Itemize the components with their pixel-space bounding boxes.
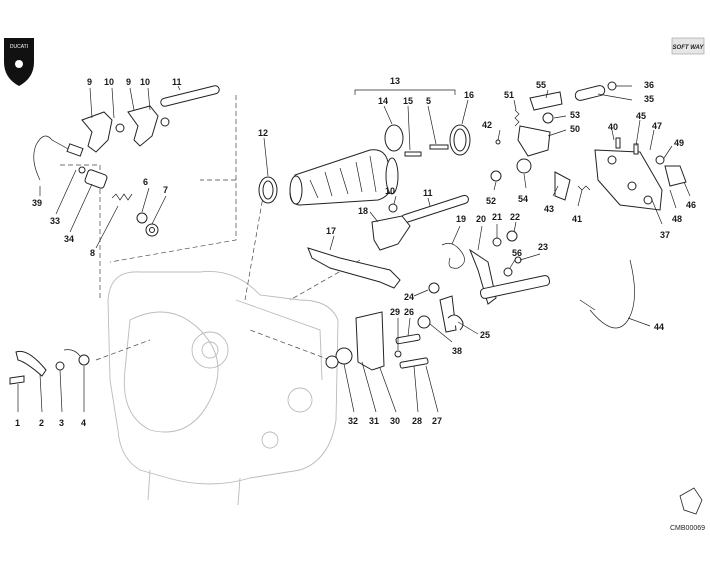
callout-43: 43 xyxy=(544,204,554,214)
callout-30: 30 xyxy=(390,416,400,426)
callout-36: 36 xyxy=(644,80,654,90)
soft-way-badge: SOFT WAY xyxy=(671,37,705,55)
callout-46: 46 xyxy=(686,200,696,210)
callout-47: 47 xyxy=(652,121,662,131)
callout-2: 2 xyxy=(39,418,44,428)
callout-41: 41 xyxy=(572,214,582,224)
callout-29: 29 xyxy=(390,307,400,317)
callout-40: 40 xyxy=(608,122,618,132)
callout-45: 45 xyxy=(636,111,646,121)
callout-6: 6 xyxy=(143,177,148,187)
callout-16: 16 xyxy=(464,90,474,100)
callout-10c: 10 xyxy=(385,186,395,196)
callout-33: 33 xyxy=(50,216,60,226)
callout-53: 53 xyxy=(570,110,580,120)
callout-44: 44 xyxy=(654,322,664,332)
callout-18: 18 xyxy=(358,206,368,216)
callout-26: 26 xyxy=(404,307,414,317)
callout-8: 8 xyxy=(90,248,95,258)
callout-32: 32 xyxy=(348,416,358,426)
callout-51: 51 xyxy=(504,90,514,100)
leader-lines xyxy=(17,85,691,413)
ducati-logo-text: DUCATI xyxy=(10,44,28,50)
hand-pointer-icon xyxy=(679,487,703,515)
callout-3: 3 xyxy=(59,418,64,428)
callout-27: 27 xyxy=(432,416,442,426)
diagram-code-block: CMB00069 xyxy=(670,487,705,532)
callout-10a: 10 xyxy=(104,77,114,87)
callout-54: 54 xyxy=(518,194,528,204)
left-small-parts xyxy=(9,349,90,385)
cover-plate-assembly xyxy=(325,311,431,371)
callout-56: 56 xyxy=(512,248,522,258)
callout-11b: 11 xyxy=(423,188,433,198)
callout-20: 20 xyxy=(476,214,486,224)
callout-37: 37 xyxy=(660,230,670,240)
callout-52: 52 xyxy=(486,196,496,206)
gearbox-cover-parts xyxy=(490,81,687,211)
callout-10b: 10 xyxy=(140,77,150,87)
callout-19: 19 xyxy=(456,214,466,224)
ducati-logo: DUCATI xyxy=(4,38,34,86)
diagram-code: CMB00069 xyxy=(670,525,705,532)
detent-assembly xyxy=(78,166,159,237)
callout-21: 21 xyxy=(492,212,502,222)
callout-48: 48 xyxy=(672,214,682,224)
callout-13: 13 xyxy=(390,76,400,86)
callout-labels: 9 10 9 10 11 13 14 15 5 16 55 36 35 51 5… xyxy=(15,76,696,428)
selector-forks xyxy=(81,105,170,153)
neutral-sensor xyxy=(33,135,84,181)
callout-24: 24 xyxy=(404,292,414,302)
callout-12: 12 xyxy=(258,128,268,138)
seal-ring xyxy=(258,176,278,204)
sensor-cable xyxy=(579,259,635,329)
callout-38: 38 xyxy=(452,346,462,356)
soft-way-text: SOFT WAY xyxy=(673,45,705,51)
callout-28: 28 xyxy=(412,416,422,426)
callout-50: 50 xyxy=(570,124,580,134)
gear-fork-and-lever xyxy=(307,203,411,289)
fork-shaft xyxy=(160,85,220,107)
callout-4: 4 xyxy=(81,418,86,428)
callout-7: 7 xyxy=(163,185,168,195)
callout-11a: 11 xyxy=(172,77,182,87)
callout-42: 42 xyxy=(482,120,492,130)
callout-25: 25 xyxy=(480,330,490,340)
callout-39: 39 xyxy=(32,198,42,208)
callout-31: 31 xyxy=(369,416,379,426)
callout-9a: 9 xyxy=(87,77,92,87)
crankcase-outline xyxy=(107,271,339,506)
callout-22: 22 xyxy=(510,212,520,222)
callout-23: 23 xyxy=(538,242,548,252)
callout-15: 15 xyxy=(403,96,413,106)
assembly-guides xyxy=(60,95,361,361)
callout-1: 1 xyxy=(15,418,20,428)
callout-55: 55 xyxy=(536,80,546,90)
callout-34: 34 xyxy=(64,234,74,244)
selector-drum xyxy=(289,89,471,206)
callout-14: 14 xyxy=(378,96,388,106)
callout-5: 5 xyxy=(426,96,431,106)
callout-17: 17 xyxy=(326,226,336,236)
shift-shaft xyxy=(428,275,551,333)
callout-35: 35 xyxy=(644,94,654,104)
callout-49: 49 xyxy=(674,138,684,148)
callout-9b: 9 xyxy=(126,77,131,87)
